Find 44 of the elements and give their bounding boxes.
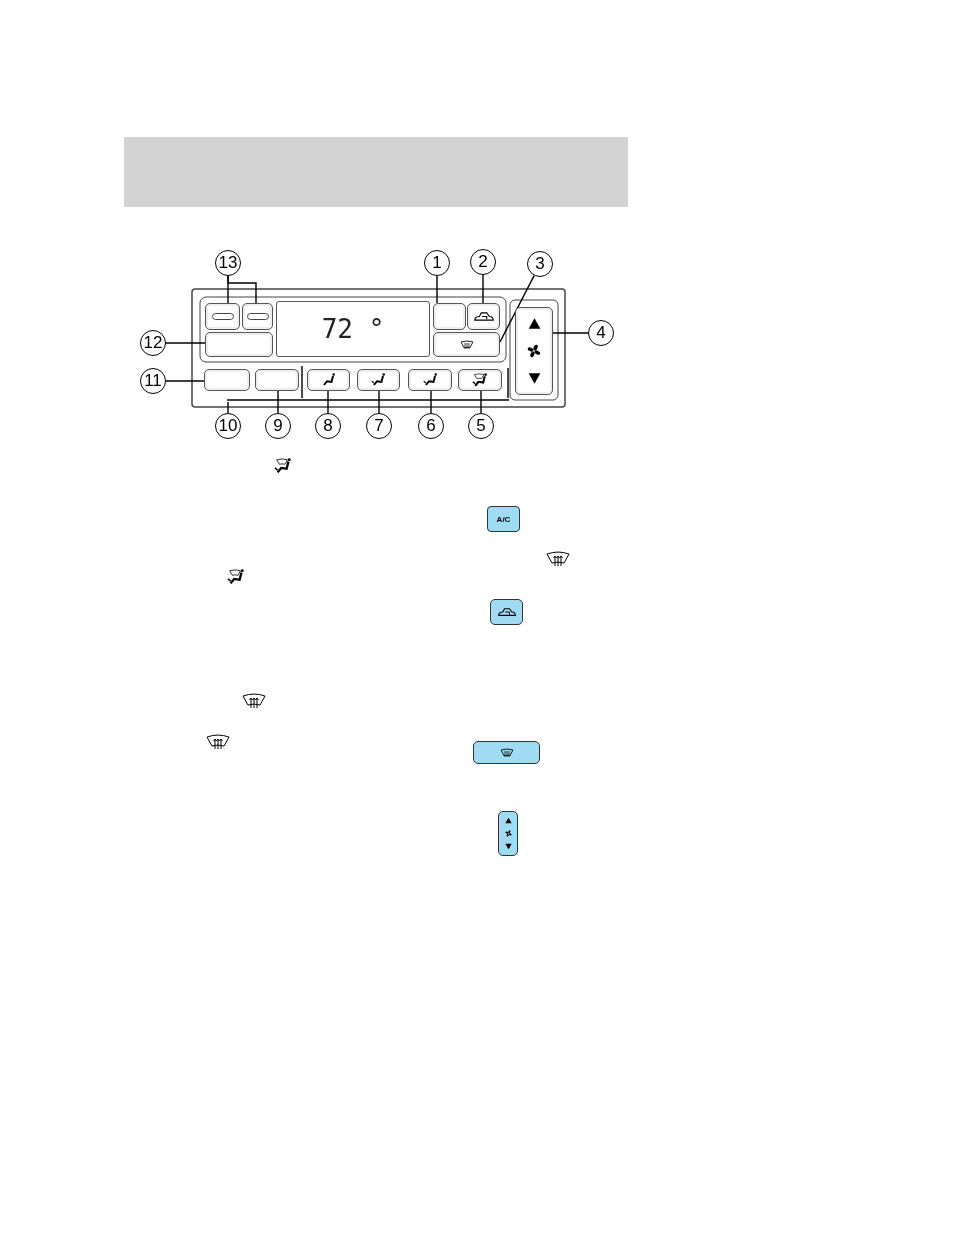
leader-line [552, 332, 589, 334]
bracket-line [227, 398, 509, 402]
leader-line [227, 275, 257, 304]
control-button [205, 332, 273, 357]
leader-line [327, 390, 329, 414]
leader-line [227, 401, 229, 414]
callout-number: 7 [366, 413, 392, 439]
leader-line [436, 275, 438, 304]
callout-number: 4 [588, 320, 614, 346]
control-button [433, 332, 500, 357]
control-button [408, 369, 452, 391]
leader-line [482, 274, 484, 304]
leader-line [430, 390, 432, 414]
leader-line [480, 390, 482, 414]
callout-number: 9 [265, 413, 291, 439]
callout-number: 10 [215, 413, 241, 439]
control-button [204, 369, 250, 391]
control-button [458, 369, 502, 391]
callout-number: 8 [315, 413, 341, 439]
fan-speed-switch [515, 307, 553, 395]
callout-number: 3 [527, 251, 553, 277]
callout-number: 2 [470, 249, 496, 275]
fan-speed-switch [498, 811, 518, 856]
control-button [307, 369, 350, 391]
callout-number: 5 [468, 413, 494, 439]
control-button [357, 369, 400, 391]
callout-number: 6 [418, 413, 444, 439]
control-button [242, 303, 273, 330]
leader-line [165, 380, 205, 382]
leader-line [277, 390, 279, 414]
leader-line [378, 390, 380, 414]
callout-number: 12 [140, 330, 166, 356]
control-button [490, 599, 523, 625]
control-button [473, 741, 540, 764]
callout-number: 1 [424, 250, 450, 276]
control-button [255, 369, 299, 391]
control-button [433, 303, 466, 330]
leader-line [165, 342, 206, 344]
control-button [205, 303, 240, 330]
callout-number: 11 [140, 368, 166, 394]
temperature-display: 72 ° [276, 301, 430, 357]
ac-button: A/C [487, 506, 520, 532]
callout-number: 13 [215, 250, 241, 276]
control-button [467, 303, 500, 330]
